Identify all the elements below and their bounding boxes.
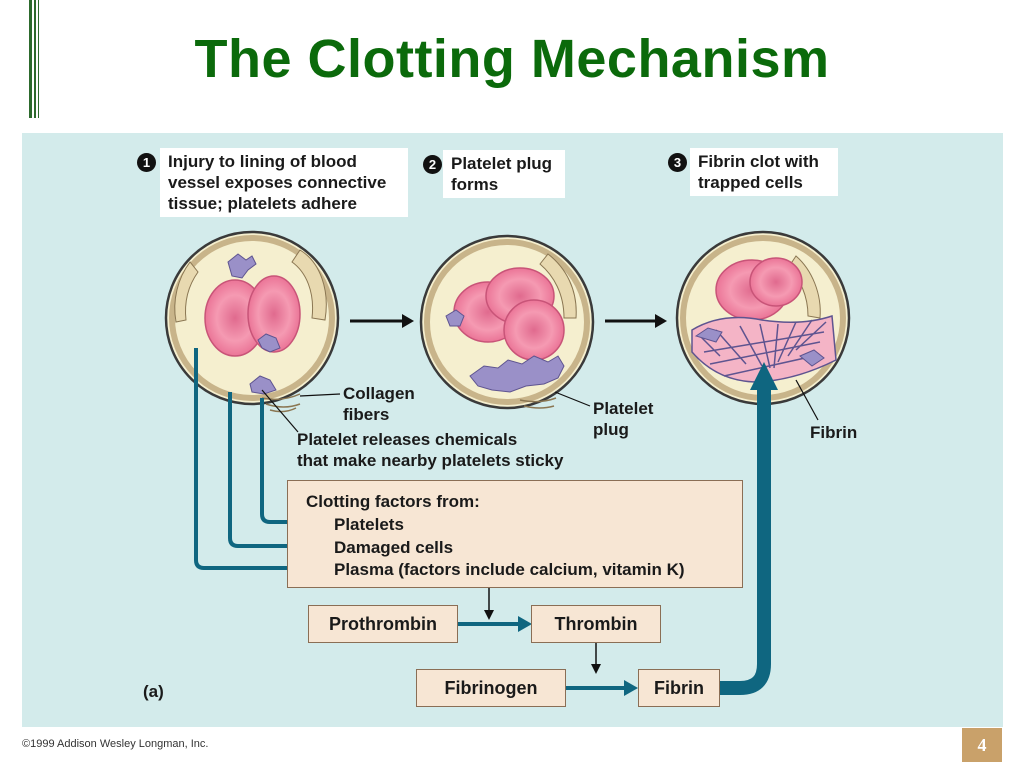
collagen-line: fibers (343, 405, 390, 424)
step-2-line: Platelet plug (451, 154, 553, 173)
step-3-line: trapped cells (698, 173, 803, 192)
collagen-line: Collagen (343, 384, 415, 403)
step-1-line: vessel exposes connective (168, 173, 387, 192)
step-1-line: Injury to lining of blood (168, 152, 357, 171)
step-arrow (350, 314, 414, 328)
releases-line: that make nearby platelets sticky (297, 451, 564, 470)
platelet-plug-label: Platelet plug (593, 398, 653, 440)
factor-item-plasma: Plasma (factors include calcium, vitamin… (334, 560, 685, 579)
red-blood-cell (453, 267, 565, 361)
step-2-line: forms (451, 175, 499, 194)
decor-bar-1 (29, 0, 32, 118)
red-blood-cell (715, 257, 803, 321)
fibrinogen-to-fibrin-arrow (566, 680, 638, 696)
platelet (249, 375, 277, 395)
step-1-line: tissue; platelets adhere (168, 194, 357, 213)
fibrin-leader (795, 379, 819, 421)
step-1-label: Injury to lining of blood vessel exposes… (160, 148, 408, 217)
red-blood-cell (204, 275, 301, 357)
page-title: The Clotting Mechanism (194, 29, 830, 89)
prothrombin-box: Prothrombin (308, 605, 458, 643)
vessel-injury (164, 230, 340, 413)
vessel-fibrin-clot (675, 230, 851, 406)
step-arrow (605, 314, 667, 328)
releases-line: Platelet releases chemicals (297, 430, 518, 449)
fibrin-label: Fibrin (810, 423, 858, 442)
thrombin-box: Thrombin (531, 605, 661, 643)
plug-line: Platelet (593, 399, 654, 418)
fibrin-box: Fibrin (638, 669, 720, 707)
platelet-releases-label: Platelet releases chemicals that make ne… (297, 429, 563, 471)
releases-leader (261, 389, 299, 433)
step-number-2: 2 (423, 155, 442, 174)
fibrinogen-box: Fibrinogen (416, 669, 566, 707)
panel-label: (a) (143, 682, 164, 701)
copyright-footer: ©1999 Addison Wesley Longman, Inc. (22, 738, 209, 750)
step-3-line: Fibrin clot with (698, 152, 819, 171)
fibrin-to-clot-arrow (718, 362, 778, 695)
factor-item-damaged-cells: Damaged cells (334, 538, 454, 557)
decor-bar-2 (34, 0, 36, 118)
page-number-badge: 4 (962, 728, 1002, 762)
collagen-fibers-label: Collagen fibers (343, 383, 415, 425)
step-number-3: 3 (668, 153, 687, 172)
step-3-label: Fibrin clot with trapped cells (690, 148, 838, 196)
factors-heading: Clotting factors from: (306, 492, 480, 511)
factor-arrows (194, 348, 314, 570)
prothrombin-to-thrombin-arrow (458, 616, 532, 632)
clotting-factors-box: Clotting factors from: Platelets Damaged… (287, 480, 743, 588)
platelet (227, 253, 257, 279)
fibrin-mesh (691, 314, 837, 383)
diagram-panel (22, 133, 1003, 727)
platelet (257, 333, 281, 353)
plug-leader (554, 391, 591, 407)
decor-bar-3 (38, 0, 39, 118)
step-number-1: 1 (137, 153, 156, 172)
factor-item-platelets: Platelets (334, 515, 404, 534)
platelet-plug (469, 355, 565, 393)
step-2-label: Platelet plug forms (443, 150, 565, 198)
collagen-leader (299, 393, 341, 397)
vessel-platelet-plug (419, 234, 595, 410)
plug-line: plug (593, 420, 629, 439)
collagen-fibers (261, 393, 301, 413)
